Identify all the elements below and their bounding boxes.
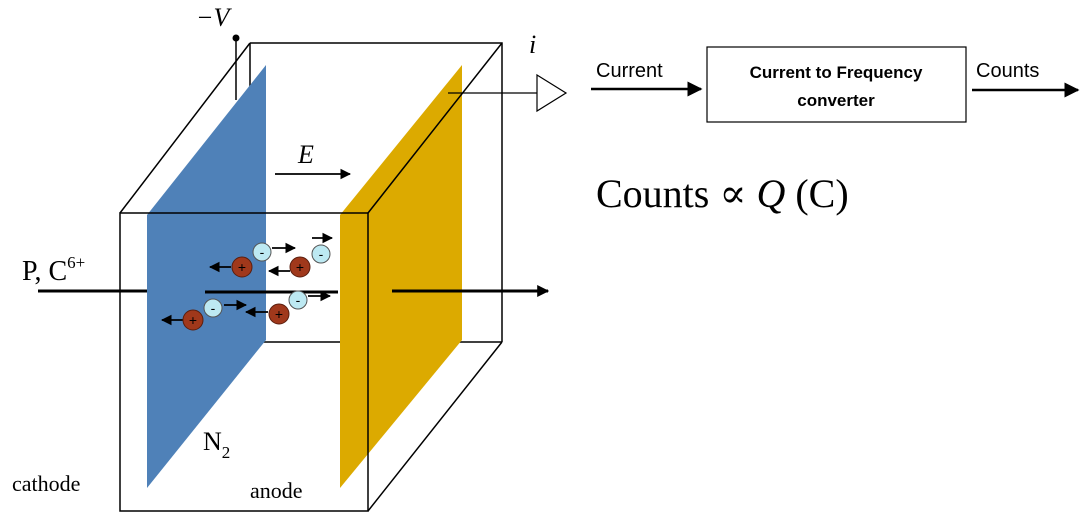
positive-ion: + — [289, 256, 311, 278]
counts-proportional-equation: Counts ∝ Q (C) — [596, 171, 849, 216]
gas-label: N2 — [203, 427, 230, 462]
electron: - — [203, 298, 223, 318]
beam-superscript: 6+ — [67, 253, 85, 272]
voltage-label: −V — [196, 3, 233, 32]
converter-label-line1: Current to Frequency — [750, 63, 923, 82]
svg-text:-: - — [319, 246, 324, 262]
gas-subscript: 2 — [222, 443, 231, 462]
cathode-plate — [147, 65, 266, 488]
voltage-terminal — [232, 34, 240, 100]
positive-ion: + — [182, 309, 204, 331]
cathode-label: cathode — [12, 471, 80, 496]
svg-text:-: - — [296, 292, 301, 308]
current-to-frequency-converter: Current to Frequency converter — [706, 46, 967, 123]
converter-label-line2: converter — [797, 91, 875, 110]
current-symbol: i — [529, 30, 536, 59]
electric-field-label: E — [297, 140, 314, 169]
svg-text:-: - — [211, 300, 216, 316]
beam-label: P, C6+ — [22, 253, 85, 287]
positive-ion: + — [268, 303, 290, 325]
svg-text:+: + — [275, 306, 283, 322]
svg-text:+: + — [189, 312, 197, 328]
electron: - — [311, 244, 331, 264]
svg-text:+: + — [296, 259, 304, 275]
counts-output-label: Counts — [976, 60, 1039, 82]
electron: - — [252, 242, 272, 262]
svg-text:+: + — [238, 259, 246, 275]
charge-carriers — [160, 232, 334, 326]
electron: - — [288, 290, 308, 310]
amplifier-icon — [536, 73, 568, 113]
chamber-box-front — [119, 42, 503, 512]
incoming-beam — [38, 285, 550, 297]
anode-plate — [340, 65, 462, 488]
anode-label: anode — [250, 478, 303, 503]
svg-text:-: - — [260, 244, 265, 260]
positive-ion: + — [231, 256, 253, 278]
current-input-label: Current — [596, 60, 663, 82]
